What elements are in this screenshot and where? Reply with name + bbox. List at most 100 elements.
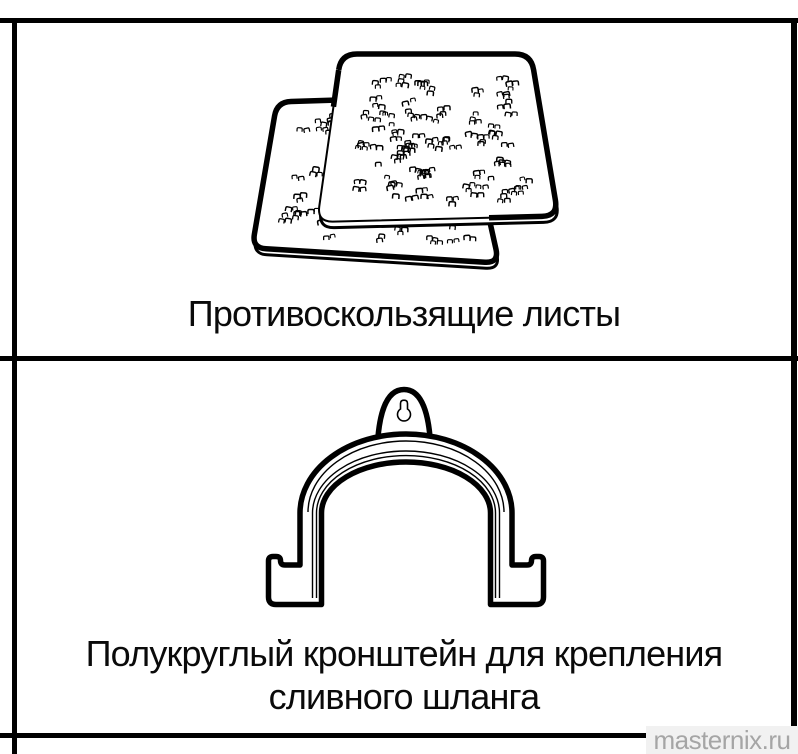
texture-mark [477,140,485,147]
texture-mark [400,81,410,89]
texture-mark [409,97,417,103]
texture-mark [358,179,367,186]
texture-mark [517,190,524,196]
texture-mark [494,124,501,129]
texture-mark [513,185,520,191]
texture-mark [452,195,460,201]
texture-mark [303,127,311,134]
texture-mark [465,187,472,193]
texture-mark [398,73,405,79]
texture-mark [296,127,303,132]
texture-mark [372,102,379,108]
texture-mark [418,133,426,139]
texture-mark [463,234,471,241]
texture-mark [374,84,381,89]
texture-mark [511,80,520,87]
texture-mark [428,166,436,173]
texture-mark [419,85,426,90]
texture-mark [387,181,396,188]
texture-mark [439,111,447,117]
texture-mark [354,144,362,151]
texture-mark [361,145,368,151]
texture-mark [469,236,477,242]
texture-mark [507,142,515,148]
texture-mark [423,173,431,179]
texture-mark [322,235,330,241]
texture-mark [409,166,417,173]
texture-mark [426,90,435,97]
texture-mark [296,197,304,203]
texture-mark [403,147,410,153]
texture-mark [491,134,499,141]
watermark: masternix.ru [646,726,798,754]
texture-mark [374,117,382,123]
table-border-left [12,18,17,754]
texture-mark [411,143,418,149]
texture-mark [503,103,512,110]
texture-mark [425,115,434,122]
texture-mark [294,209,302,216]
texture-mark [396,150,405,156]
texture-mark [420,113,428,120]
texture-mark [449,144,456,150]
caption-drain-hose-bracket-line2: сливного шланга [268,676,540,717]
texture-mark [443,136,451,142]
texture-mark [374,161,382,167]
texture-mark [379,77,387,83]
texture-mark [375,237,384,244]
texture-mark [473,92,481,98]
texture-mark [501,75,510,82]
texture-mark [496,91,504,97]
texture-mark [521,184,529,190]
texture-mark [378,125,386,131]
texture-mark [477,192,485,198]
texture-mark [357,140,365,146]
texture-mark [352,185,360,192]
sheet-front-texture [352,73,533,207]
texture-mark [404,73,413,79]
texture-mark [371,79,379,86]
texture-mark [423,168,430,174]
texture-mark [441,140,449,146]
texture-mark [446,196,453,202]
texture-mark [395,82,402,87]
texture-mark [297,175,305,182]
texture-mark [395,182,403,188]
texture-mark [431,237,439,243]
texture-mark [315,126,323,132]
texture-mark [502,90,511,98]
texture-mark [479,169,486,174]
texture-mark [504,159,512,166]
texture-mark [475,184,482,189]
texture-mark [420,193,428,200]
watermark-text: masternix.ru [653,725,791,754]
texture-mark [388,113,396,119]
texture-mark [427,143,435,149]
texture-mark [431,136,439,142]
caption-drain-hose-bracket: Полукруглый кронштейн для крепления слив… [17,632,791,718]
texture-mark [397,230,404,236]
texture-mark [320,121,328,128]
texture-mark [483,134,490,139]
texture-mark [362,109,370,115]
texture-mark [359,186,367,192]
keyhole-slot-icon [396,399,412,422]
texture-mark [429,240,437,245]
texture-mark [496,198,504,204]
texture-mark [395,136,402,141]
bracket-ridge-line-inner [315,454,497,598]
texture-mark [503,197,511,203]
texture-mark [311,165,320,173]
texture-mark [393,158,402,164]
texture-mark [436,113,444,119]
texture-mark [446,239,454,244]
texture-mark [504,111,512,118]
texture-mark [487,175,495,181]
texture-mark [495,130,503,137]
texture-mark [525,178,533,184]
texture-mark [299,192,308,198]
texture-mark [511,111,518,117]
texture-mark [377,233,386,239]
texture-mark [500,192,508,199]
